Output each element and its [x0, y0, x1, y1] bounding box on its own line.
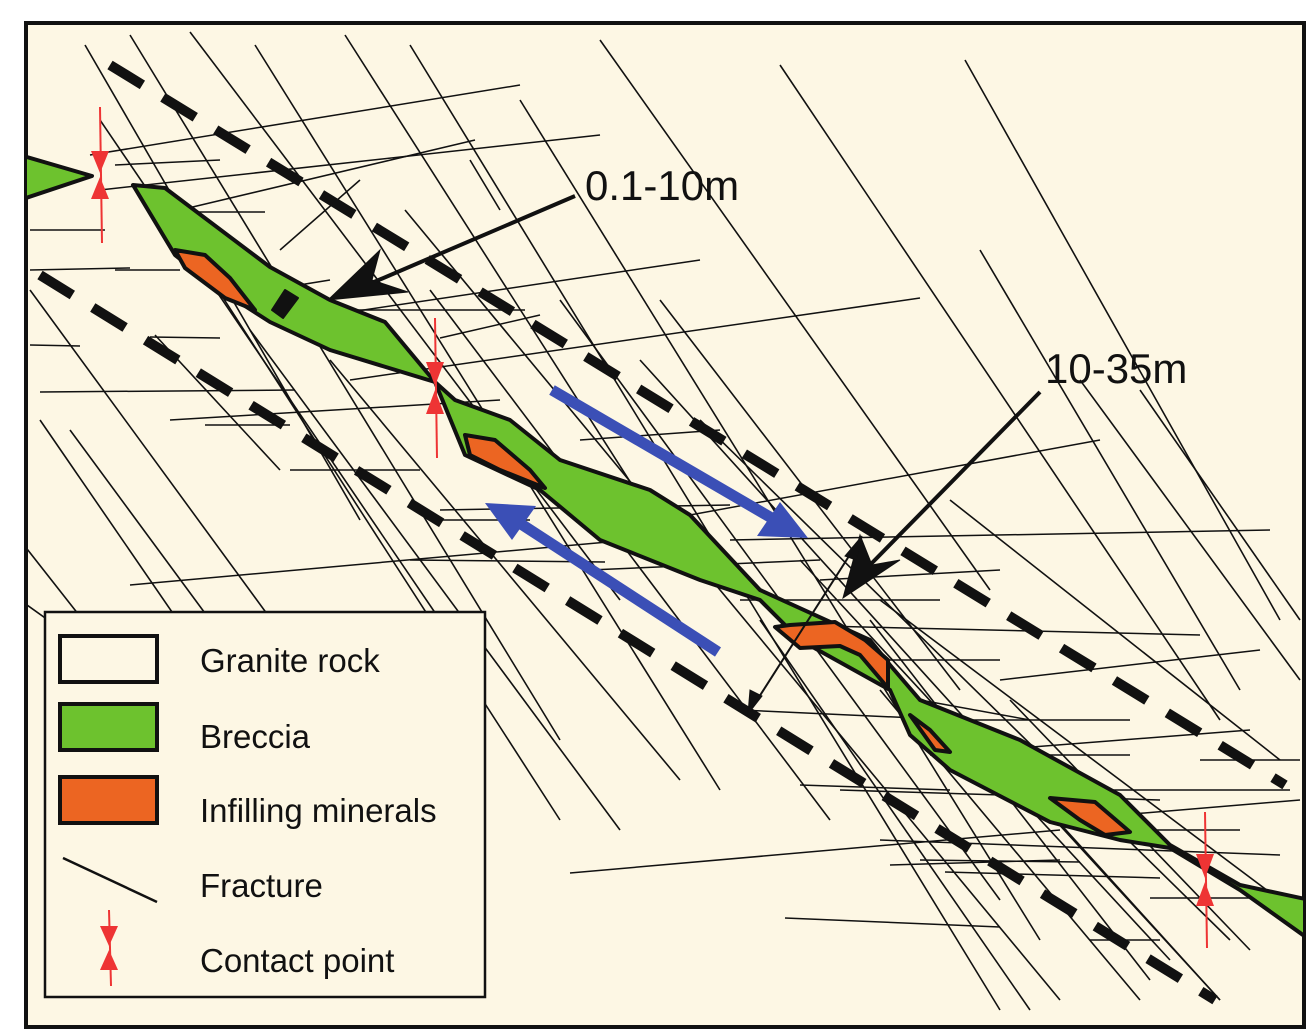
infilling-mineral [1048, 796, 1132, 837]
contact-line [434, 317, 438, 459]
contact-arrowhead [1196, 882, 1214, 906]
contact-arrowhead [426, 390, 444, 414]
fracture-line [639, 359, 1221, 1001]
infilling-mineral [463, 433, 547, 490]
fracture-line [689, 439, 1101, 516]
motion-arrowhead [757, 502, 808, 538]
infilling-mineral [173, 248, 257, 312]
infilling-mineral [773, 620, 890, 690]
fracture-line [279, 179, 361, 251]
fracture-line [879, 599, 1281, 901]
fracture-line [329, 359, 681, 781]
fracture-line [599, 39, 991, 591]
fracture-line [39, 389, 296, 393]
breccia-lens [27, 154, 94, 200]
fracture-line [129, 34, 561, 741]
fracture-line [99, 134, 601, 191]
legend-label: Breccia [200, 718, 311, 755]
arrowhead [747, 689, 763, 716]
contact-arrowhead [100, 926, 118, 946]
zone-width-pointer [868, 390, 1042, 567]
fracture-line [779, 64, 1221, 721]
fracture-line [159, 199, 561, 821]
fracture-line [799, 784, 951, 791]
fracture-line [344, 34, 681, 561]
dimension-arrows [326, 194, 1042, 716]
width-marker [271, 289, 299, 319]
contact-arrowhead [91, 151, 109, 173]
fracture-line [1079, 379, 1301, 681]
zone-width-label: 10-35m [1045, 345, 1187, 392]
arrowhead [844, 535, 863, 561]
fracture-line [889, 859, 1061, 866]
granite-swatch [58, 634, 159, 684]
narrow-width-label: 0.1-10m [585, 162, 739, 209]
motion-arrow-right-icon [549, 385, 778, 525]
contact-arrowhead [1196, 854, 1214, 878]
fracture-line [329, 259, 701, 316]
fracture-line [729, 529, 1271, 541]
fracture-line [779, 624, 1201, 636]
fracture-line [1139, 389, 1301, 621]
fracture-line [699, 419, 1231, 941]
contact-line [108, 909, 112, 987]
fracture-line [944, 871, 1161, 879]
fracture-line [149, 336, 221, 339]
legend-label: Granite rock [200, 642, 380, 679]
fracture-line [919, 859, 1081, 863]
fracture-line [439, 314, 541, 339]
arrowhead [326, 248, 409, 301]
infilling-swatch [58, 775, 159, 825]
fracture-line [979, 249, 1241, 691]
fracture-line [114, 159, 221, 166]
contact-line [1204, 811, 1208, 949]
zone-boundary-upper [107, 60, 1288, 790]
fracture-line [29, 267, 131, 271]
fracture-line [29, 344, 81, 347]
fracture-line [349, 297, 921, 381]
motion-arrow-left-icon [515, 517, 721, 657]
contact-points [91, 106, 1214, 949]
fracture-line [409, 44, 1001, 1011]
zone-boundary-lower [37, 270, 1218, 1005]
contact-arrowhead [91, 177, 109, 199]
fracture-line [579, 429, 721, 441]
fracture-line [404, 209, 1061, 1001]
fracture-line [784, 917, 1001, 928]
breccia-zone [27, 154, 1303, 938]
fracture-line [249, 329, 621, 831]
fracture-line [569, 829, 1061, 874]
contact-arrowhead [100, 950, 118, 970]
contact-point-icon [100, 909, 118, 987]
fracture-line [949, 499, 1281, 761]
legend-label: Fracture [200, 867, 323, 904]
fracture-line [179, 139, 476, 211]
fracture-line [999, 649, 1261, 681]
fracture-line [919, 699, 1031, 721]
legend-label: Infilling minerals [200, 792, 437, 829]
fracture-line [759, 619, 1031, 1011]
contact-arrowhead [426, 362, 444, 386]
fracture-line [469, 159, 501, 211]
infilling-mineral [908, 713, 952, 754]
contact-line [99, 106, 103, 244]
fracture-line [89, 84, 521, 156]
fracture-line-icon [62, 856, 158, 904]
fracture-line [429, 289, 831, 821]
zone-width-dimension [751, 541, 859, 709]
motion-arrowhead [485, 503, 536, 540]
breccia-swatch [58, 702, 159, 752]
fracture-line [129, 539, 631, 586]
fracture-line [879, 839, 1281, 856]
narrow-width-pointer [359, 194, 576, 290]
fracture-line [69, 429, 211, 621]
shear-sense-arrows [485, 385, 808, 657]
legend: Granite rock Breccia Infilling minerals … [43, 610, 487, 999]
legend-label: Contact point [200, 942, 394, 979]
fracture-line [964, 59, 1281, 621]
